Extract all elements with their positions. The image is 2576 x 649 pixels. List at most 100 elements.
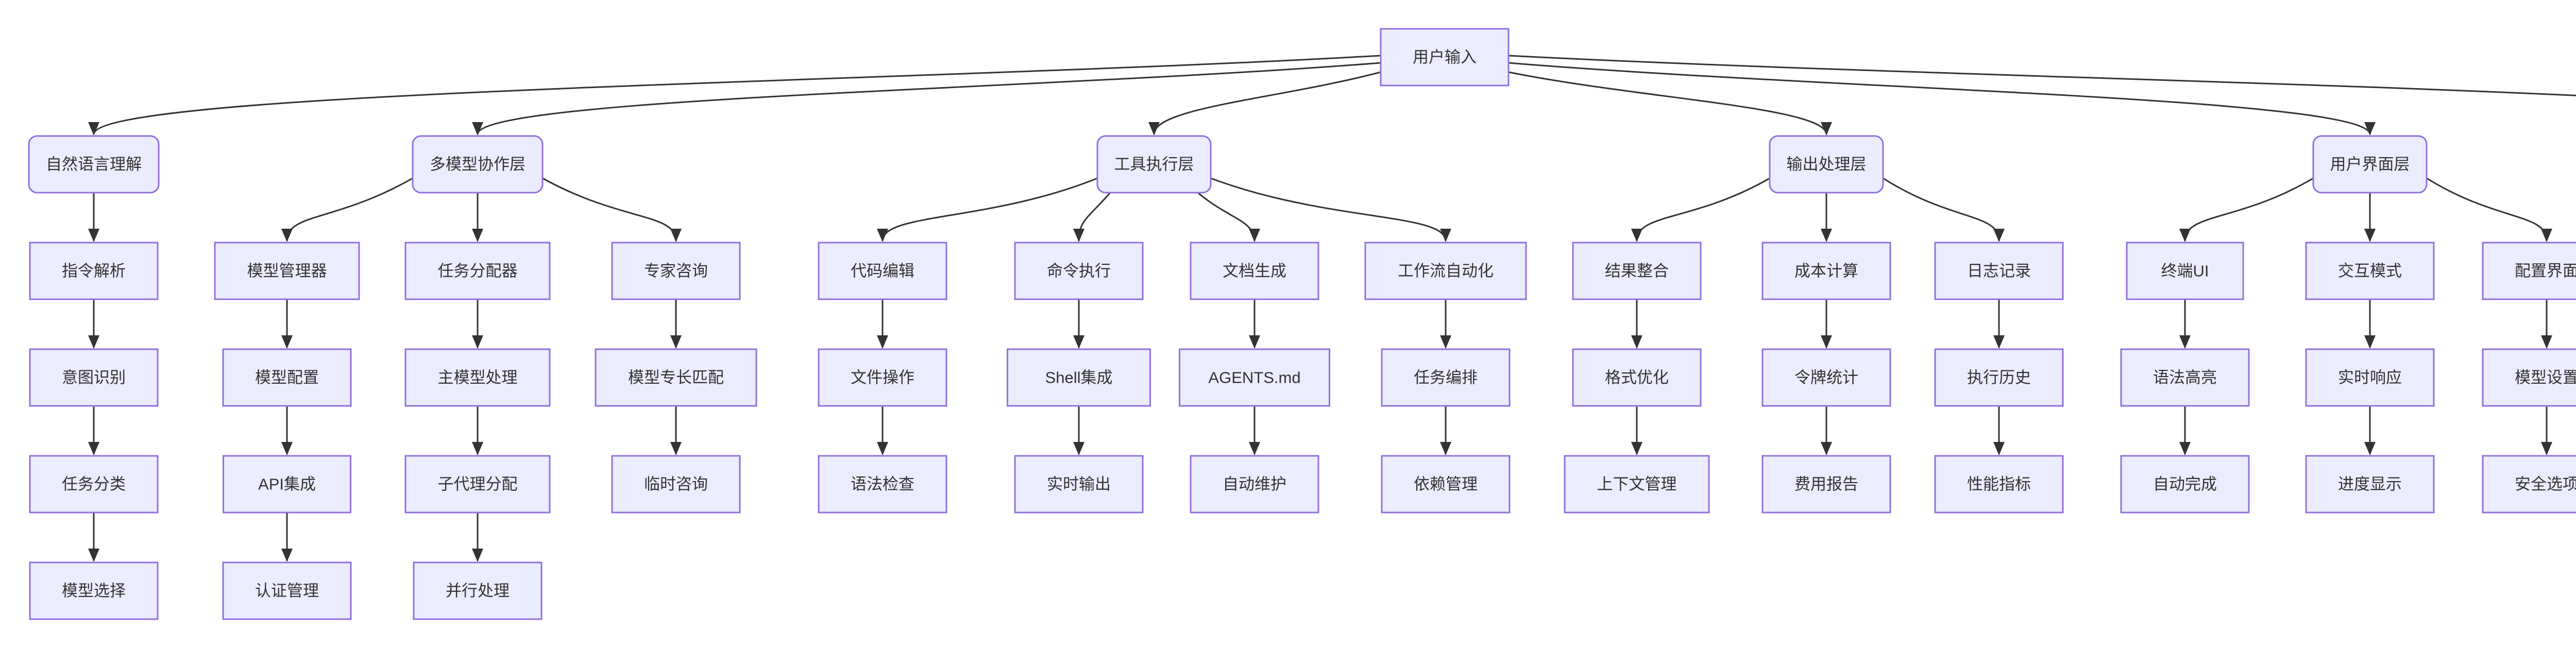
node-label: 工作流自动化 [1398, 262, 1494, 280]
node-box [222, 561, 352, 620]
node-box [1014, 455, 1144, 514]
node-label: 任务编排 [1414, 369, 1478, 387]
flowchart-node-l1c1k1: 子代理分配 [404, 455, 551, 514]
flowchart-node-l1c1: 任务分配器 [404, 242, 551, 300]
node-box [1761, 242, 1891, 300]
node-box [404, 348, 551, 407]
node-label: 成本计算 [1794, 262, 1858, 280]
node-box [1096, 135, 1212, 194]
node-box [818, 348, 947, 407]
node-box [818, 242, 947, 300]
node-box [2312, 135, 2428, 194]
flowchart-node-l0c0k0: 意图识别 [29, 348, 159, 407]
flow-edge [472, 62, 1381, 135]
node-label: 配置界面 [2515, 262, 2576, 280]
node-label: 意图识别 [62, 369, 126, 387]
node-label: 指令解析 [62, 262, 126, 280]
flow-edge [2179, 177, 2314, 242]
node-box [1572, 348, 1702, 407]
node-box [1190, 242, 1319, 300]
node-box [412, 135, 544, 194]
flow-edge [1210, 177, 1451, 242]
flowchart-node-l4c1k1: 进度显示 [2305, 455, 2435, 514]
node-box [611, 242, 741, 300]
node-label: 认证管理 [255, 582, 319, 600]
flowchart-node-l4c0k1: 自动完成 [2120, 455, 2250, 514]
node-label: 自然语言理解 [46, 156, 142, 174]
flowchart-node-l4c2: 配置界面 [2482, 242, 2576, 300]
node-label: 实时响应 [2338, 369, 2402, 387]
node-label: 实时输出 [1047, 475, 1111, 493]
flowchart-node-l1c0k1: API集成 [223, 455, 351, 514]
node-box [413, 561, 543, 620]
flowchart-node-l2c2k1: 自动维护 [1190, 455, 1319, 514]
flow-edge [1197, 192, 1260, 242]
flowchart-node-l3c1k1: 费用报告 [1761, 455, 1891, 514]
flow-edge [1508, 62, 2376, 135]
node-box [2482, 348, 2576, 407]
node-label: 主模型处理 [438, 369, 518, 387]
node-label: 文件操作 [851, 369, 914, 387]
node-label: 费用报告 [1794, 475, 1858, 493]
node-box [1934, 455, 2064, 514]
flowchart-node-l3c2: 日志记录 [1934, 242, 2064, 300]
flowchart-node-l4c0: 终端UI [2126, 242, 2244, 300]
flowchart-node-l0c0: 指令解析 [29, 242, 159, 300]
node-label: 上下文管理 [1597, 475, 1677, 493]
node-box [2120, 455, 2250, 514]
flowchart-node-l1c2k1: 临时咨询 [611, 455, 741, 514]
node-label: 任务分类 [62, 475, 126, 493]
node-box [1179, 348, 1330, 407]
node-box [2305, 348, 2435, 407]
flowchart-nodes: 用户输入自然语言理解指令解析意图识别任务分类模型选择多模型协作层模型管理器模型配… [28, 28, 2576, 620]
flowchart-node-l4c1: 交互模式 [2305, 242, 2435, 300]
node-label: 任务分配器 [438, 262, 518, 280]
node-box [611, 455, 741, 514]
node-box [1381, 348, 1511, 407]
node-box [222, 348, 352, 407]
node-box [1190, 455, 1319, 514]
flow-edge [1883, 177, 2005, 242]
node-label: 用户界面层 [2330, 156, 2410, 174]
flowchart-node-h0: 自然语言理解 [28, 135, 160, 194]
flowchart-node-h4: 用户界面层 [2312, 135, 2428, 194]
flowchart-node-l0c0k1: 任务分类 [29, 455, 159, 514]
node-label: 模型管理器 [247, 262, 327, 280]
node-box [818, 455, 947, 514]
node-label: 工具执行层 [1114, 156, 1194, 174]
flowchart-node-l1c1k2: 并行处理 [413, 561, 543, 620]
node-box [404, 455, 551, 514]
flow-edge [281, 177, 413, 242]
node-label: 文档生成 [1223, 262, 1286, 280]
node-box [1934, 242, 2064, 300]
node-box [1007, 348, 1151, 407]
node-label: 格式优化 [1605, 369, 1669, 387]
flowchart-node-l1c0k2: 认证管理 [222, 561, 352, 620]
node-label: 日志记录 [1967, 262, 2031, 280]
flowchart-node-l2c1k1: 实时输出 [1014, 455, 1144, 514]
flowchart-node-l3c0: 结果整合 [1572, 242, 1702, 300]
node-label: 专家咨询 [644, 262, 708, 280]
node-box [2482, 455, 2576, 514]
node-box [595, 348, 757, 407]
flow-edge [1631, 177, 1770, 242]
flowchart-node-l3c2k0: 执行历史 [1934, 348, 2064, 407]
flowchart-node-l4c0k0: 语法高亮 [2120, 348, 2250, 407]
node-label: 交互模式 [2338, 262, 2402, 280]
flowchart-node-h1: 多模型协作层 [412, 135, 544, 194]
node-label: 子代理分配 [438, 475, 518, 493]
node-label: 终端UI [2161, 262, 2209, 280]
flowchart-node-l2c0: 代码编辑 [818, 242, 947, 300]
flowchart-node-l1c2k0: 模型专长匹配 [595, 348, 757, 407]
flowchart-node-l2c0k1: 语法检查 [818, 455, 947, 514]
node-label: 安全选项 [2515, 475, 2576, 493]
node-label: 模型专长匹配 [628, 369, 724, 387]
flow-edge [2426, 177, 2552, 242]
node-box [2120, 348, 2250, 407]
flow-edge [542, 177, 682, 242]
flow-edge [88, 55, 1381, 135]
node-box [2305, 455, 2435, 514]
node-box [2305, 242, 2435, 300]
flowchart-node-l3c0k1: 上下文管理 [1564, 455, 1710, 514]
